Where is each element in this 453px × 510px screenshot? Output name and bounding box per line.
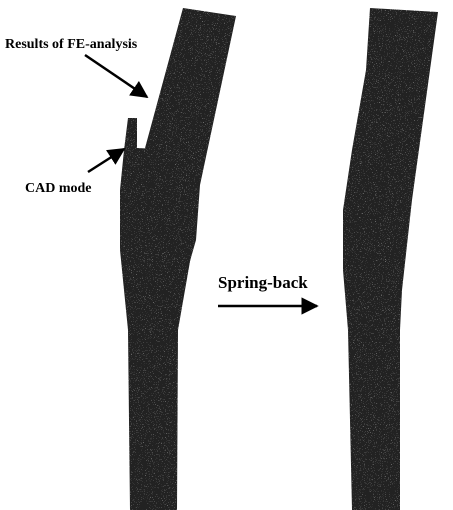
- springback-shape: [343, 8, 438, 510]
- fe-analysis-arrow: [85, 55, 147, 97]
- spring-back-label: Spring-back: [218, 273, 308, 292]
- cad-mode-label: CAD mode: [25, 181, 92, 196]
- fe-analysis-label: Results of FE-analysis: [5, 37, 138, 52]
- springback-part: [343, 8, 438, 510]
- cad-model-lower-section: [120, 118, 198, 510]
- cad-mode-arrow: [88, 149, 124, 172]
- cad-model-part: [120, 118, 198, 510]
